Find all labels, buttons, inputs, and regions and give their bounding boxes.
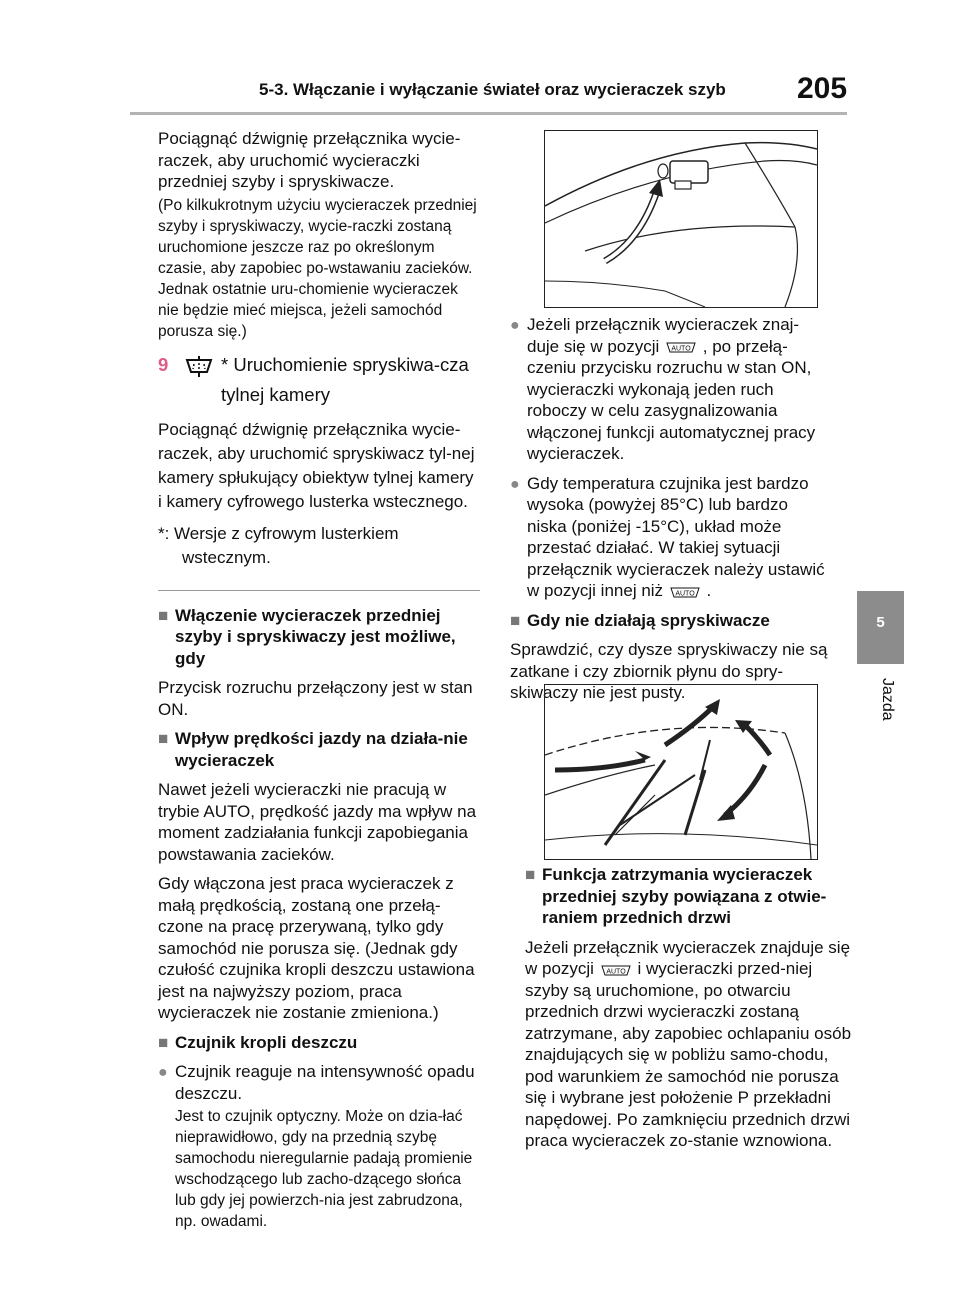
divider [158, 589, 480, 591]
footnote: *: Wersje z cyfrowym lusterkiem wsteczny… [158, 523, 399, 567]
svg-text:AUTO: AUTO [675, 590, 695, 597]
square-bullet-icon: ■ [158, 1032, 169, 1052]
paragraph: Jeżeli przełącznik wycieraczek znajduje … [525, 937, 852, 1151]
square-bullet-icon: ■ [158, 729, 169, 748]
auto-wiper-icon: AUTO [670, 587, 700, 598]
page-number: 205 [797, 72, 848, 105]
right-column-lower: ■ Funkcja zatrzymania wycieraczek przedn… [525, 862, 855, 1160]
subsection-heading: ■ Włączenie wycieraczek przedniej szyby … [158, 605, 456, 668]
square-bullet-icon: ■ [158, 605, 169, 625]
auto-wiper-icon: AUTO [601, 965, 631, 976]
bullet-item: ● Jeżeli przełącznik wycieraczek znaj-du… [510, 315, 816, 463]
rear-camera-washer-icon [184, 354, 214, 387]
step-number: 9 [158, 353, 169, 375]
paragraph: Pociągnąć dźwignię przełącznika wycie-ra… [158, 129, 461, 191]
svg-text:AUTO: AUTO [671, 346, 691, 353]
subsection-heading: ■ Wpływ prędkości jazdy na działa-nie wy… [158, 729, 468, 770]
wiper-arm-illustration [544, 684, 818, 860]
square-bullet-icon: ■ [525, 865, 536, 884]
paragraph: Gdy włączona jest praca wycieraczek z ma… [158, 874, 475, 1022]
paragraph: Przycisk rozruchu przełączony jest w sta… [158, 678, 473, 719]
svg-text:AUTO: AUTO [606, 968, 626, 975]
header-rule [130, 112, 847, 115]
paragraph: Sprawdzić, czy dysze spryskiwaczy nie są… [510, 640, 828, 702]
chapter-label: Jazda [879, 678, 896, 721]
paragraph: Nawet jeżeli wycieraczki nie pracują w t… [158, 780, 477, 864]
square-bullet-icon: ■ [510, 610, 521, 630]
step-title: * Uruchomienie spryskiwa-cza tylnej kame… [221, 353, 469, 405]
bullet-dot-icon: ● [510, 475, 520, 493]
bullet-item: ● Gdy temperatura czujnika jest bardzo w… [510, 473, 825, 601]
bullet-item: ● Czujnik reaguje na intensywność opadu … [158, 1062, 475, 1103]
auto-wiper-icon: AUTO [666, 342, 696, 353]
bullet-dot-icon: ● [510, 317, 520, 334]
section-title: 5-3. Włączanie i wyłączanie świateł oraz… [259, 80, 726, 99]
paragraph: Pociągnąć dźwignię przełącznika wycie-ra… [158, 419, 475, 511]
subsection-heading: ■ Czujnik kropli deszczu [158, 1032, 358, 1052]
chapter-tab: 5 [857, 591, 904, 664]
subsection-heading: ■ Funkcja zatrzymania wycieraczek przedn… [525, 865, 827, 927]
rain-sensor-illustration [544, 130, 818, 308]
note-paragraph: Jest to czujnik optyczny. Może on dzia-ł… [175, 1108, 473, 1230]
right-column: ● Jeżeli przełącznik wycieraczek znaj-du… [510, 314, 830, 712]
bullet-dot-icon: ● [158, 1064, 168, 1081]
left-column: Pociągnąć dźwignię przełącznika wycie-ra… [158, 128, 480, 1240]
note-paragraph: (Po kilkukrotnym użyciu wycieraczek prze… [158, 196, 477, 340]
subsection-heading: ■ Gdy nie działają spryskiwacze [510, 610, 770, 630]
step-heading: 9 * Uruchomienie spryskiwa-cza tylnej ka… [158, 350, 480, 410]
